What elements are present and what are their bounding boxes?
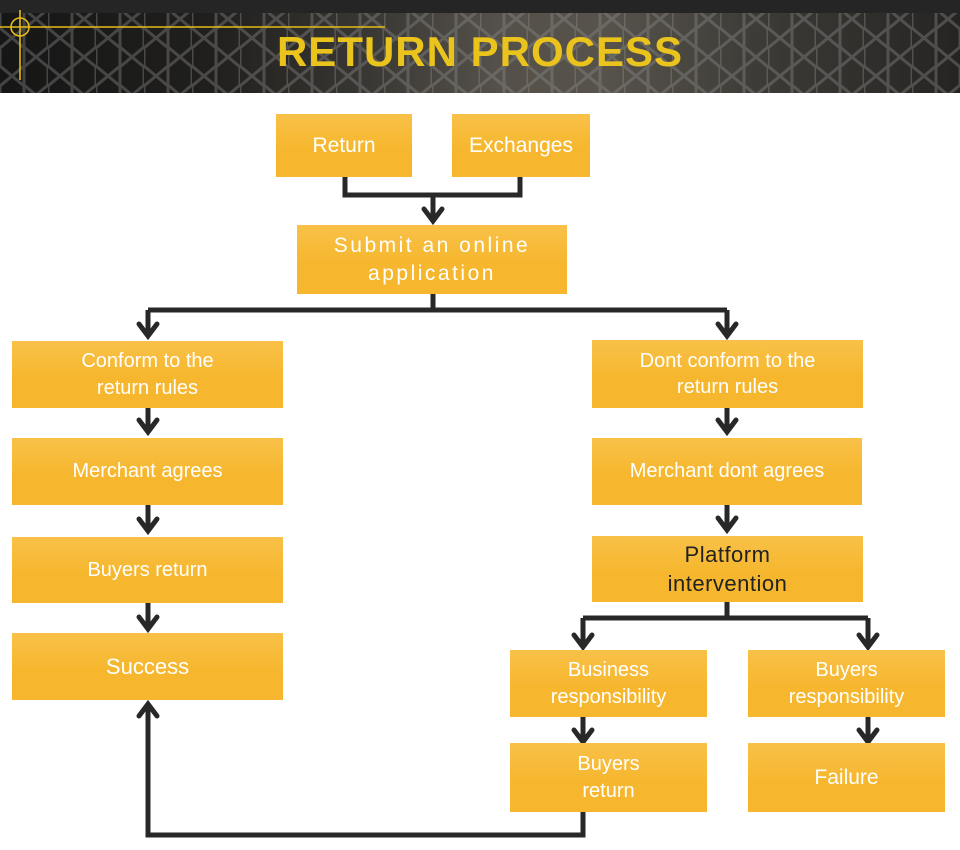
arrowhead xyxy=(421,206,445,226)
node-success: Success xyxy=(12,633,283,700)
connector-merge-top xyxy=(342,176,523,198)
node-business-responsibility: Business responsibility xyxy=(510,650,707,717)
node-conform-rules: Conform to the return rules xyxy=(12,341,283,408)
arrowhead xyxy=(136,321,160,341)
arrowhead xyxy=(856,727,880,747)
node-exchanges: Exchanges xyxy=(452,114,590,177)
arrowhead xyxy=(571,632,595,652)
node-platform-intervention: Platform intervention xyxy=(592,536,863,602)
arrowhead xyxy=(715,321,739,341)
crosshair-icon xyxy=(0,10,385,80)
banner-mesh-decoration xyxy=(0,0,960,93)
node-merchant-dont-agrees: Merchant dont agrees xyxy=(592,438,862,505)
connector-submit-split xyxy=(145,294,730,333)
arrowhead-up xyxy=(136,699,160,719)
arrowhead xyxy=(715,417,739,437)
node-merchant-agrees: Merchant agrees xyxy=(12,438,283,505)
node-failure: Failure xyxy=(748,743,945,812)
arrowhead xyxy=(136,614,160,634)
node-dont-conform-rules: Dont conform to the return rules xyxy=(592,340,863,408)
arrowhead xyxy=(856,632,880,652)
header-banner: RETURN PROCESS xyxy=(0,0,960,93)
arrowhead xyxy=(715,515,739,535)
arrowhead xyxy=(136,516,160,536)
node-buyers-return: Buyers return xyxy=(12,537,283,603)
node-return: Return xyxy=(276,114,412,177)
node-buyers-responsibility: Buyers responsibility xyxy=(748,650,945,717)
page-title: RETURN PROCESS xyxy=(276,28,684,75)
node-submit-application: Submit an online application xyxy=(297,225,567,294)
arrowhead xyxy=(136,417,160,437)
arrowhead xyxy=(571,727,595,747)
top-strip xyxy=(0,0,960,13)
node-buyers-return-bottom: Buyers return xyxy=(510,743,707,812)
connector-platform-split xyxy=(580,602,871,644)
